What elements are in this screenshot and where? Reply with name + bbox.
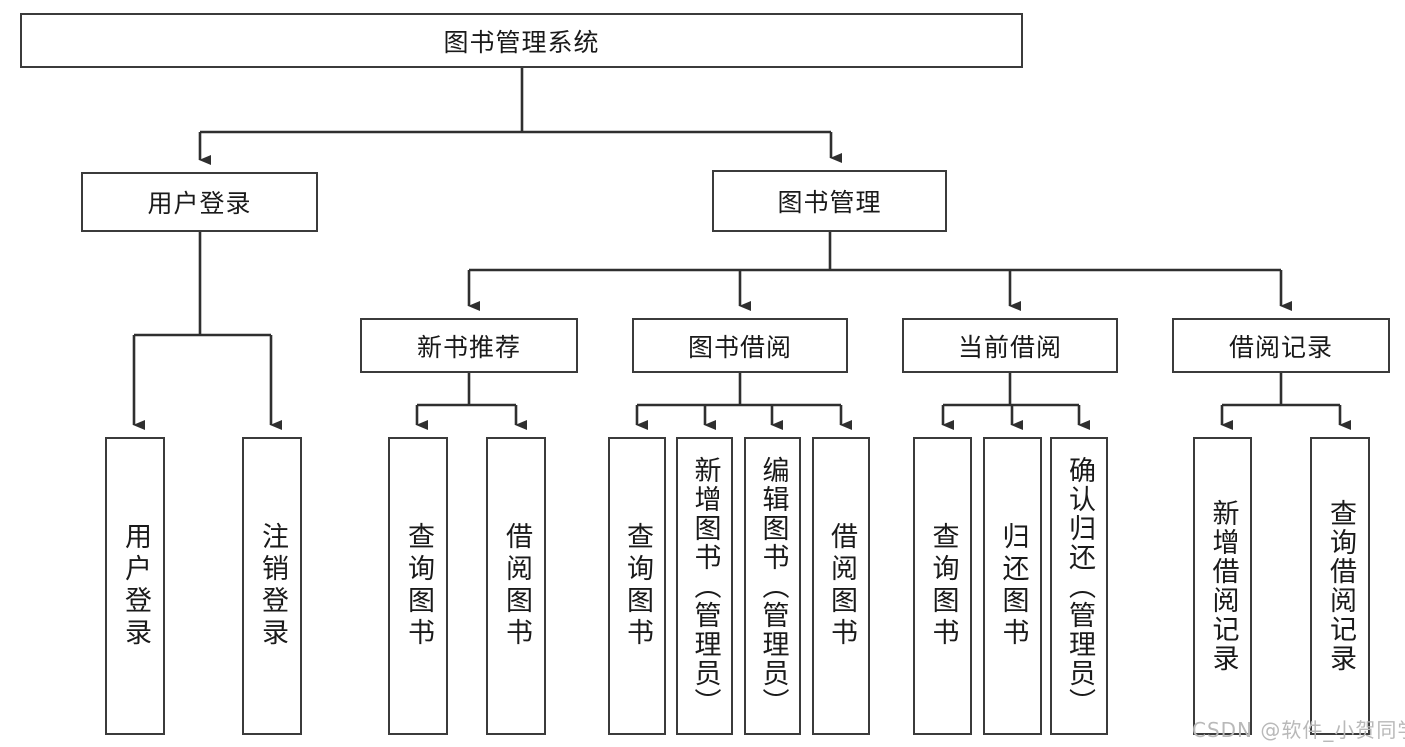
node-borrow-record[interactable]: 借阅记录 xyxy=(1172,318,1390,373)
leaf-user-login[interactable]: 用户登录 xyxy=(105,437,165,735)
node-user-login[interactable]: 用户登录 xyxy=(81,172,318,232)
node-new-book-recommend[interactable]: 新书推荐 xyxy=(360,318,578,373)
leaf-borrow-book-newbook[interactable]: 借阅图书 xyxy=(486,437,546,735)
node-current-borrow[interactable]: 当前借阅 xyxy=(902,318,1118,373)
leaf-query-book-newbook[interactable]: 查询图书 xyxy=(388,437,448,735)
leaf-query-borrow-record[interactable]: 查询借阅记录 xyxy=(1310,437,1370,735)
leaf-logout[interactable]: 注销登录 xyxy=(242,437,302,735)
leaf-confirm-return-admin[interactable]: 确认归还（管理员） xyxy=(1050,437,1108,735)
leaf-add-borrow-record[interactable]: 新增借阅记录 xyxy=(1193,437,1252,735)
leaf-add-book-admin[interactable]: 新增图书（管理员） xyxy=(676,437,733,735)
node-book-management[interactable]: 图书管理 xyxy=(712,170,947,232)
leaf-return-book[interactable]: 归还图书 xyxy=(983,437,1042,735)
leaf-query-book-current[interactable]: 查询图书 xyxy=(913,437,972,735)
leaf-borrow-book[interactable]: 借阅图书 xyxy=(812,437,870,735)
leaf-query-book-borrow[interactable]: 查询图书 xyxy=(608,437,666,735)
node-root-system[interactable]: 图书管理系统 xyxy=(20,13,1023,68)
node-book-borrow[interactable]: 图书借阅 xyxy=(632,318,848,373)
leaf-edit-book-admin[interactable]: 编辑图书（管理员） xyxy=(744,437,801,735)
